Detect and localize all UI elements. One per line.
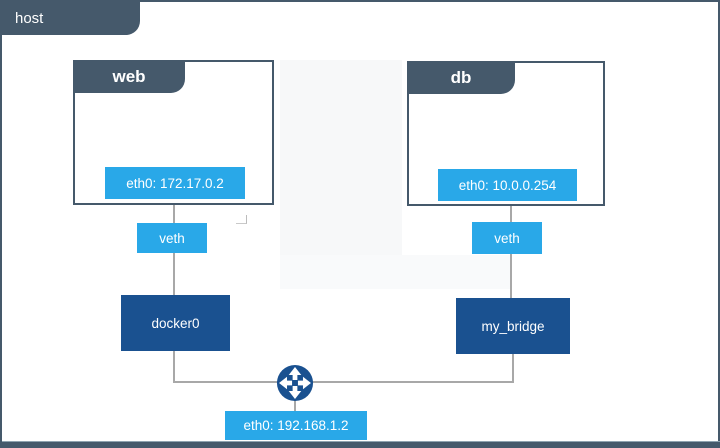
stray-mark <box>236 215 247 224</box>
connector-mybridge-down <box>512 354 514 383</box>
docker0-bridge-node: docker0 <box>121 295 230 351</box>
container-db-tab: db <box>407 61 515 94</box>
db-eth0-label: eth0: 10.0.0.254 <box>458 177 557 193</box>
host-eth0-node: eth0: 192.168.1.2 <box>225 411 367 440</box>
db-veth-node: veth <box>472 222 542 254</box>
db-veth-label: veth <box>494 230 520 246</box>
container-web-tab: web <box>73 60 185 93</box>
connector-web-eth0-to-veth <box>173 199 175 223</box>
connector-db-veth-to-mybridge <box>510 254 512 298</box>
web-veth-label: veth <box>159 230 185 246</box>
faint-watermark-region <box>280 255 512 289</box>
my-bridge-label: my_bridge <box>481 318 545 334</box>
connector-router-to-host-eth0 <box>294 400 296 412</box>
host-boundary-bottom-bar <box>2 441 720 448</box>
host-label: host <box>15 10 44 27</box>
web-eth0-label: eth0: 172.17.0.2 <box>126 175 224 191</box>
web-eth0-node: eth0: 172.17.0.2 <box>105 167 245 199</box>
db-eth0-node: eth0: 10.0.0.254 <box>438 169 577 201</box>
host-eth0-label: eth0: 192.168.1.2 <box>243 418 349 433</box>
faint-watermark-region <box>280 60 402 289</box>
connector-web-veth-to-docker0 <box>173 253 175 295</box>
connector-docker0-down <box>173 351 175 382</box>
connector-mybridge-to-router <box>311 381 514 383</box>
my-bridge-node: my_bridge <box>456 298 570 354</box>
web-veth-node: veth <box>137 223 207 253</box>
container-web-label: web <box>112 66 146 86</box>
docker0-label: docker0 <box>151 315 200 331</box>
container-db-label: db <box>450 67 472 87</box>
crossed-arrows-router-icon <box>276 364 314 402</box>
container-web: web <box>73 60 274 205</box>
connector-docker0-to-router <box>173 381 279 383</box>
host-label-tab: host <box>2 2 140 35</box>
connector-db-eth0-to-veth <box>510 201 512 222</box>
